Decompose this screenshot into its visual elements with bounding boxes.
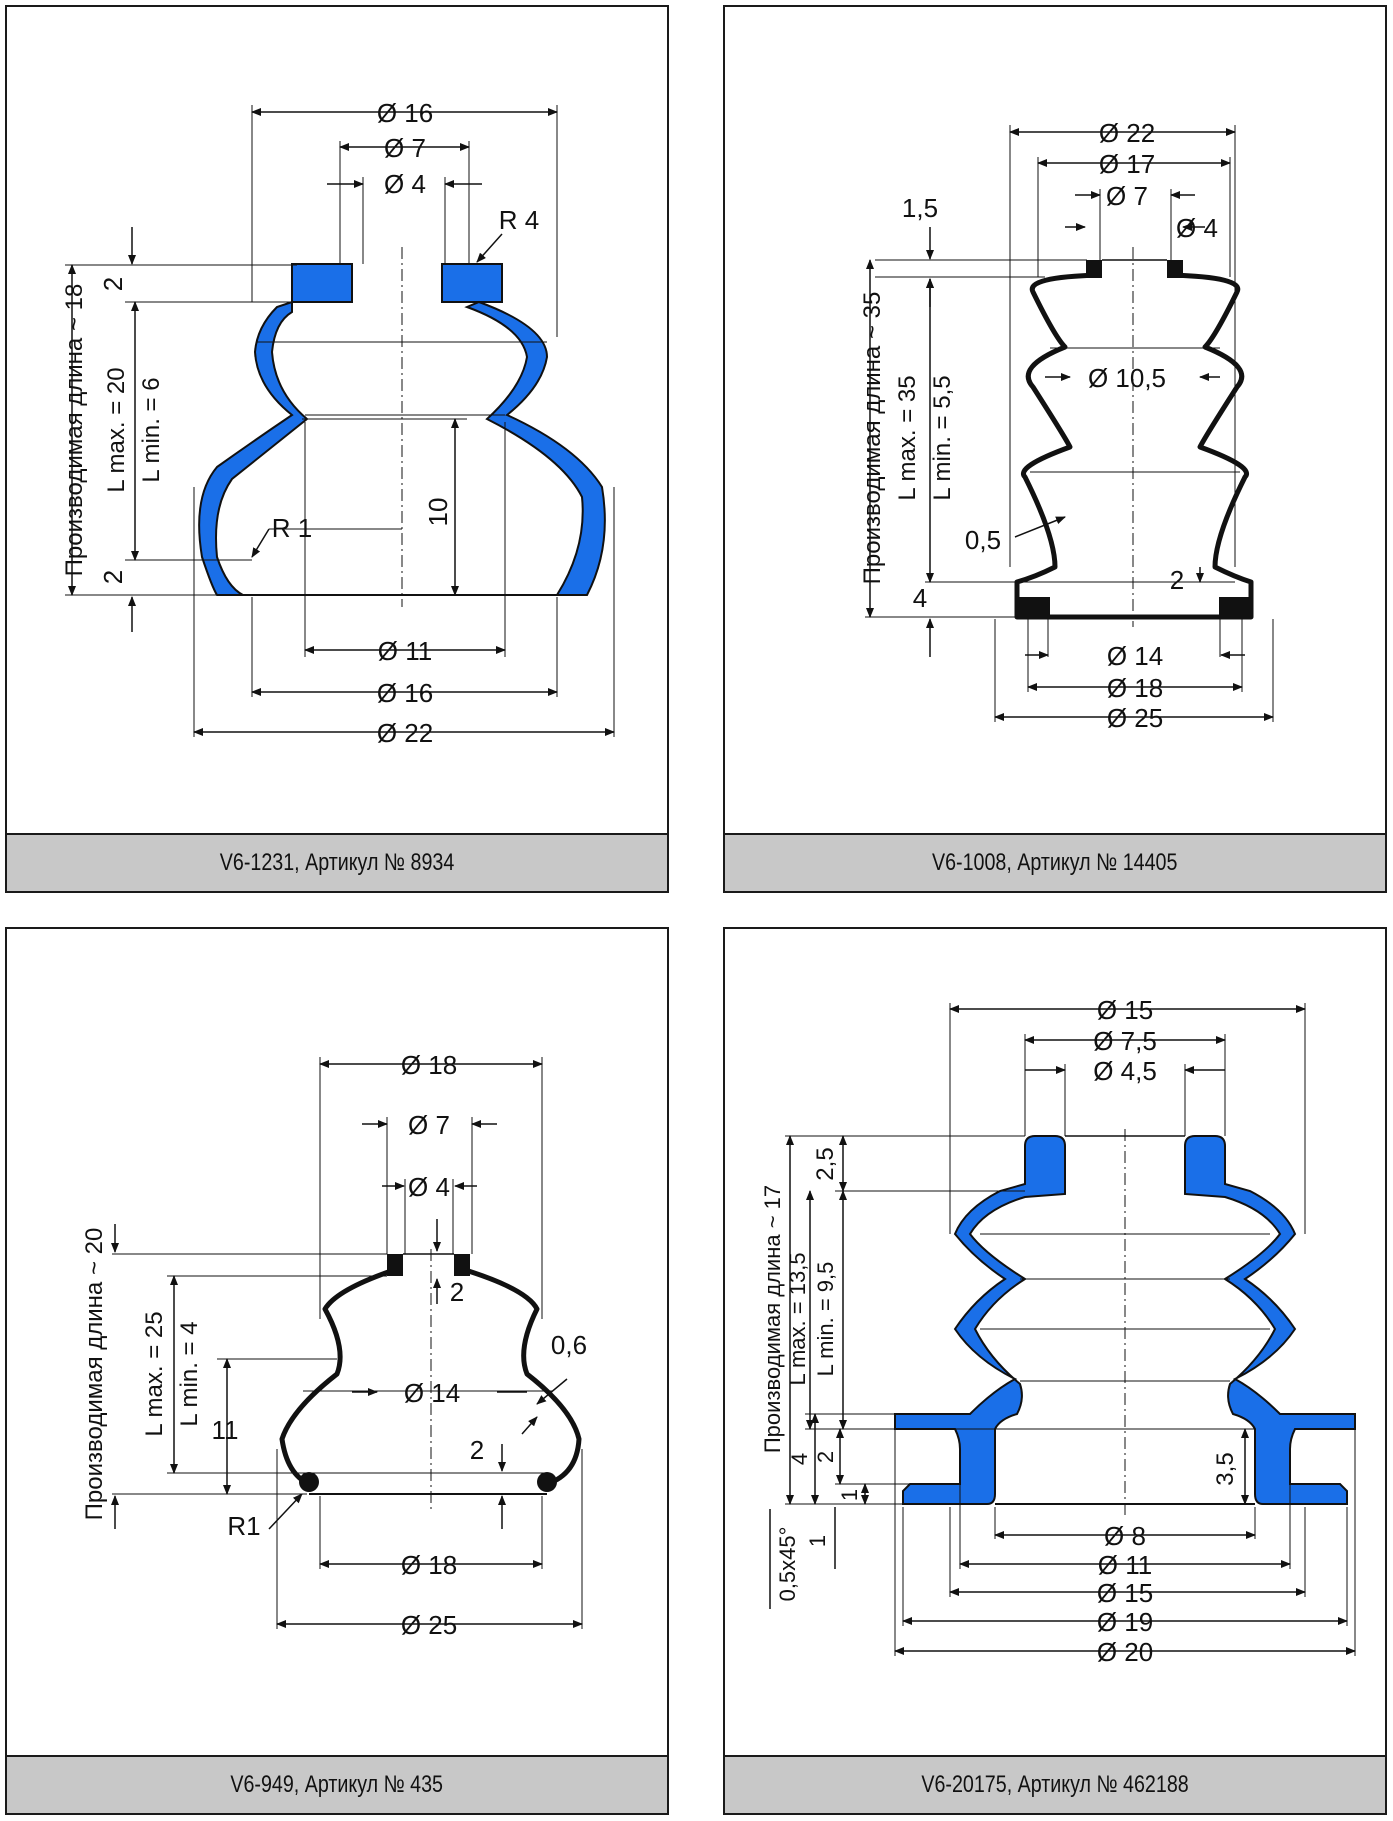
bellows-profile — [198, 263, 353, 596]
bellows-drawing: Ø 18 Ø 7 Ø 4 Производимая длина ~ 20 L m… — [81, 1050, 587, 1640]
dim-h-bottom: 4 — [913, 583, 927, 613]
dim-d1: Ø 22 — [1099, 118, 1155, 148]
dim-d-b5: Ø 20 — [1097, 1637, 1153, 1667]
dim-lmin: L min. = 9,5 — [813, 1262, 838, 1377]
dim-d3: Ø 7 — [1106, 181, 1148, 211]
drawing-panel-v6-949: Ø 18 Ø 7 Ø 4 Производимая длина ~ 20 L m… — [5, 927, 669, 1815]
dim-overall: Производимая длина ~ 20 — [81, 1228, 108, 1521]
dim-overall: Производимая длина ~ 17 — [760, 1185, 785, 1453]
bellows-profile-right — [441, 263, 503, 303]
flange-block — [1018, 597, 1050, 617]
dim-h-flange: 2 — [1170, 565, 1184, 595]
dim-d1: Ø 18 — [401, 1050, 457, 1080]
dim-radius: R1 — [227, 1511, 260, 1541]
dim-d-b1: Ø 18 — [401, 1550, 457, 1580]
dim-d-bot-mid: Ø 16 — [377, 678, 433, 708]
dim-radius-top: R 4 — [499, 205, 539, 235]
dim-d-mid: Ø 14 — [404, 1378, 460, 1408]
dim-lmax: L max. = 25 — [141, 1311, 168, 1436]
dim-lmin: L min. = 4 — [176, 1321, 203, 1426]
panel-caption: V6-1008, Артикул № 14405 — [725, 833, 1385, 891]
dim-h-top: 2,5 — [812, 1147, 839, 1180]
dim-d-b2: Ø 18 — [1107, 673, 1163, 703]
dim-lmax: L max. = 13,5 — [785, 1252, 810, 1385]
dim-h1b: 1 — [805, 1535, 830, 1547]
dim-d-top-mid: Ø 7 — [384, 133, 426, 163]
dim-chamfer: 0,5x45° — [775, 1527, 800, 1602]
drawing-panel-v6-20175: Ø 15 Ø 7,5 Ø 4,5 2,5 Производимая длина … — [723, 927, 1387, 1815]
dim-wall: 0,6 — [551, 1330, 587, 1360]
dim-h2: 2 — [813, 1451, 838, 1463]
bellows-drawing: Ø 15 Ø 7,5 Ø 4,5 2,5 Производимая длина … — [760, 995, 1356, 1667]
dim-h-mid: 10 — [423, 498, 453, 527]
dim-d-b1: Ø 14 — [1107, 641, 1163, 671]
bellows-drawing: Ø 22 Ø 17 Ø 7 Ø 4 1,5 Производимая длина… — [859, 118, 1274, 733]
dim-lmax: L max. = 35 — [894, 375, 921, 500]
dim-d-b3: Ø 25 — [1107, 703, 1163, 733]
bellows-profile — [279, 1266, 582, 1487]
dim-overall: Производимая длина ~ 18 — [61, 284, 88, 577]
dim-lmin: L min. = 6 — [138, 377, 165, 482]
dim-lmin: L min. = 5,5 — [929, 375, 956, 500]
dim-d-top-inner: Ø 4 — [384, 169, 426, 199]
dim-d3: Ø 4,5 — [1093, 1056, 1157, 1086]
drawing-panel-v6-1231: Ø 16 Ø 7 Ø 4 R 4 2 2 Производимая длина … — [5, 5, 669, 893]
dim-lmax: L max. = 20 — [103, 367, 130, 492]
dim-d-b2: Ø 11 — [1098, 1550, 1152, 1580]
dim-d-b3: Ø 15 — [1097, 1578, 1153, 1608]
dim-d-bot-outer: Ø 22 — [377, 718, 433, 748]
top-block — [1086, 260, 1102, 278]
dim-d4: Ø 4 — [1176, 213, 1218, 243]
panel-caption: V6-1231, Артикул № 8934 — [7, 833, 667, 891]
dim-h-flange: 2 — [470, 1435, 484, 1465]
dim-d-b4: Ø 19 — [1097, 1607, 1153, 1637]
dim-d-bot-inner: Ø 11 — [378, 636, 432, 666]
dim-d2: Ø 7 — [408, 1110, 450, 1140]
panel-caption: V6-20175, Артикул № 462188 — [725, 1755, 1385, 1813]
dim-d2: Ø 7,5 — [1093, 1026, 1157, 1056]
dim-h-top: 1,5 — [902, 193, 938, 223]
top-block — [1167, 260, 1183, 278]
dim-h-bottom: 2 — [98, 570, 128, 584]
dim-d3: Ø 4 — [408, 1172, 450, 1202]
bellows-profile — [1014, 272, 1254, 620]
dim-d-top-outer: Ø 16 — [377, 98, 433, 128]
dim-d-b1: Ø 8 — [1104, 1521, 1146, 1551]
bellows-profile-right — [1184, 1135, 1356, 1505]
bellows-wall-right — [464, 300, 606, 596]
dim-h1: 1 — [837, 1489, 862, 1501]
dim-d1: Ø 15 — [1097, 995, 1153, 1025]
drawing-panel-v6-1008: Ø 22 Ø 17 Ø 7 Ø 4 1,5 Производимая длина… — [723, 5, 1387, 893]
panel-caption: V6-949, Артикул № 435 — [7, 1755, 667, 1813]
dim-d2: Ø 17 — [1099, 149, 1155, 179]
dim-h-top: 2 — [450, 1277, 464, 1307]
dim-overall: Производимая длина ~ 35 — [859, 292, 886, 585]
bellows-profile-left — [894, 1135, 1066, 1505]
flange-block — [1219, 597, 1251, 617]
dim-radius-bottom: R 1 — [272, 513, 312, 543]
dim-wall: 0,5 — [965, 525, 1001, 555]
dim-h4: 4 — [787, 1453, 812, 1465]
bellows-drawing: Ø 16 Ø 7 Ø 4 R 4 2 2 Производимая длина … — [61, 98, 615, 748]
dim-d-b2: Ø 25 — [401, 1610, 457, 1640]
dim-h-top: 2 — [98, 277, 128, 291]
dim-h-side: 11 — [212, 1415, 239, 1445]
dim-d-mid: Ø 10,5 — [1088, 363, 1166, 393]
dim-h35: 3,5 — [1212, 1452, 1239, 1485]
